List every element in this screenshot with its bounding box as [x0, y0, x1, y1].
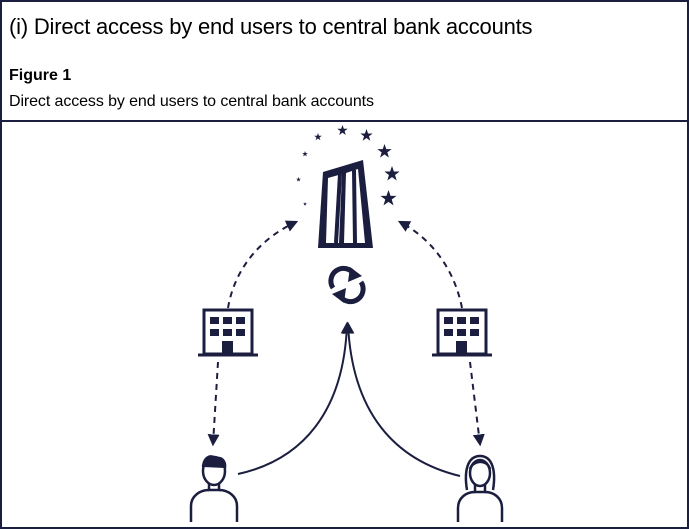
male-user-icon	[189, 455, 239, 522]
office-building-icon-left	[198, 308, 258, 357]
female-user-icon	[456, 454, 504, 522]
circular-arrows-exchange-icon	[328, 265, 366, 305]
figure-header: (i) Direct access by end users to centra…	[2, 2, 687, 122]
figure-caption: Direct access by end users to central ba…	[9, 93, 374, 110]
dashed-arrow-right-bank-to-central-bank	[397, 220, 463, 309]
central-bank-node	[296, 125, 400, 248]
dashed-arrow-left-bank-to-user	[207, 361, 220, 447]
dashed-arrow-left-bank-to-central-bank	[227, 220, 299, 309]
diagram-canvas	[189, 125, 504, 522]
solid-arrow-left-user-to-settlement	[237, 321, 353, 475]
figure-label: Figure 1	[9, 67, 72, 84]
dashed-arrow-right-bank-to-user	[469, 361, 485, 447]
office-building-icon-right	[432, 308, 492, 357]
central-bank-building-icon	[318, 160, 373, 248]
section-title: (i) Direct access by end users to centra…	[9, 14, 533, 39]
solid-arrow-right-user-to-settlement	[342, 321, 461, 477]
